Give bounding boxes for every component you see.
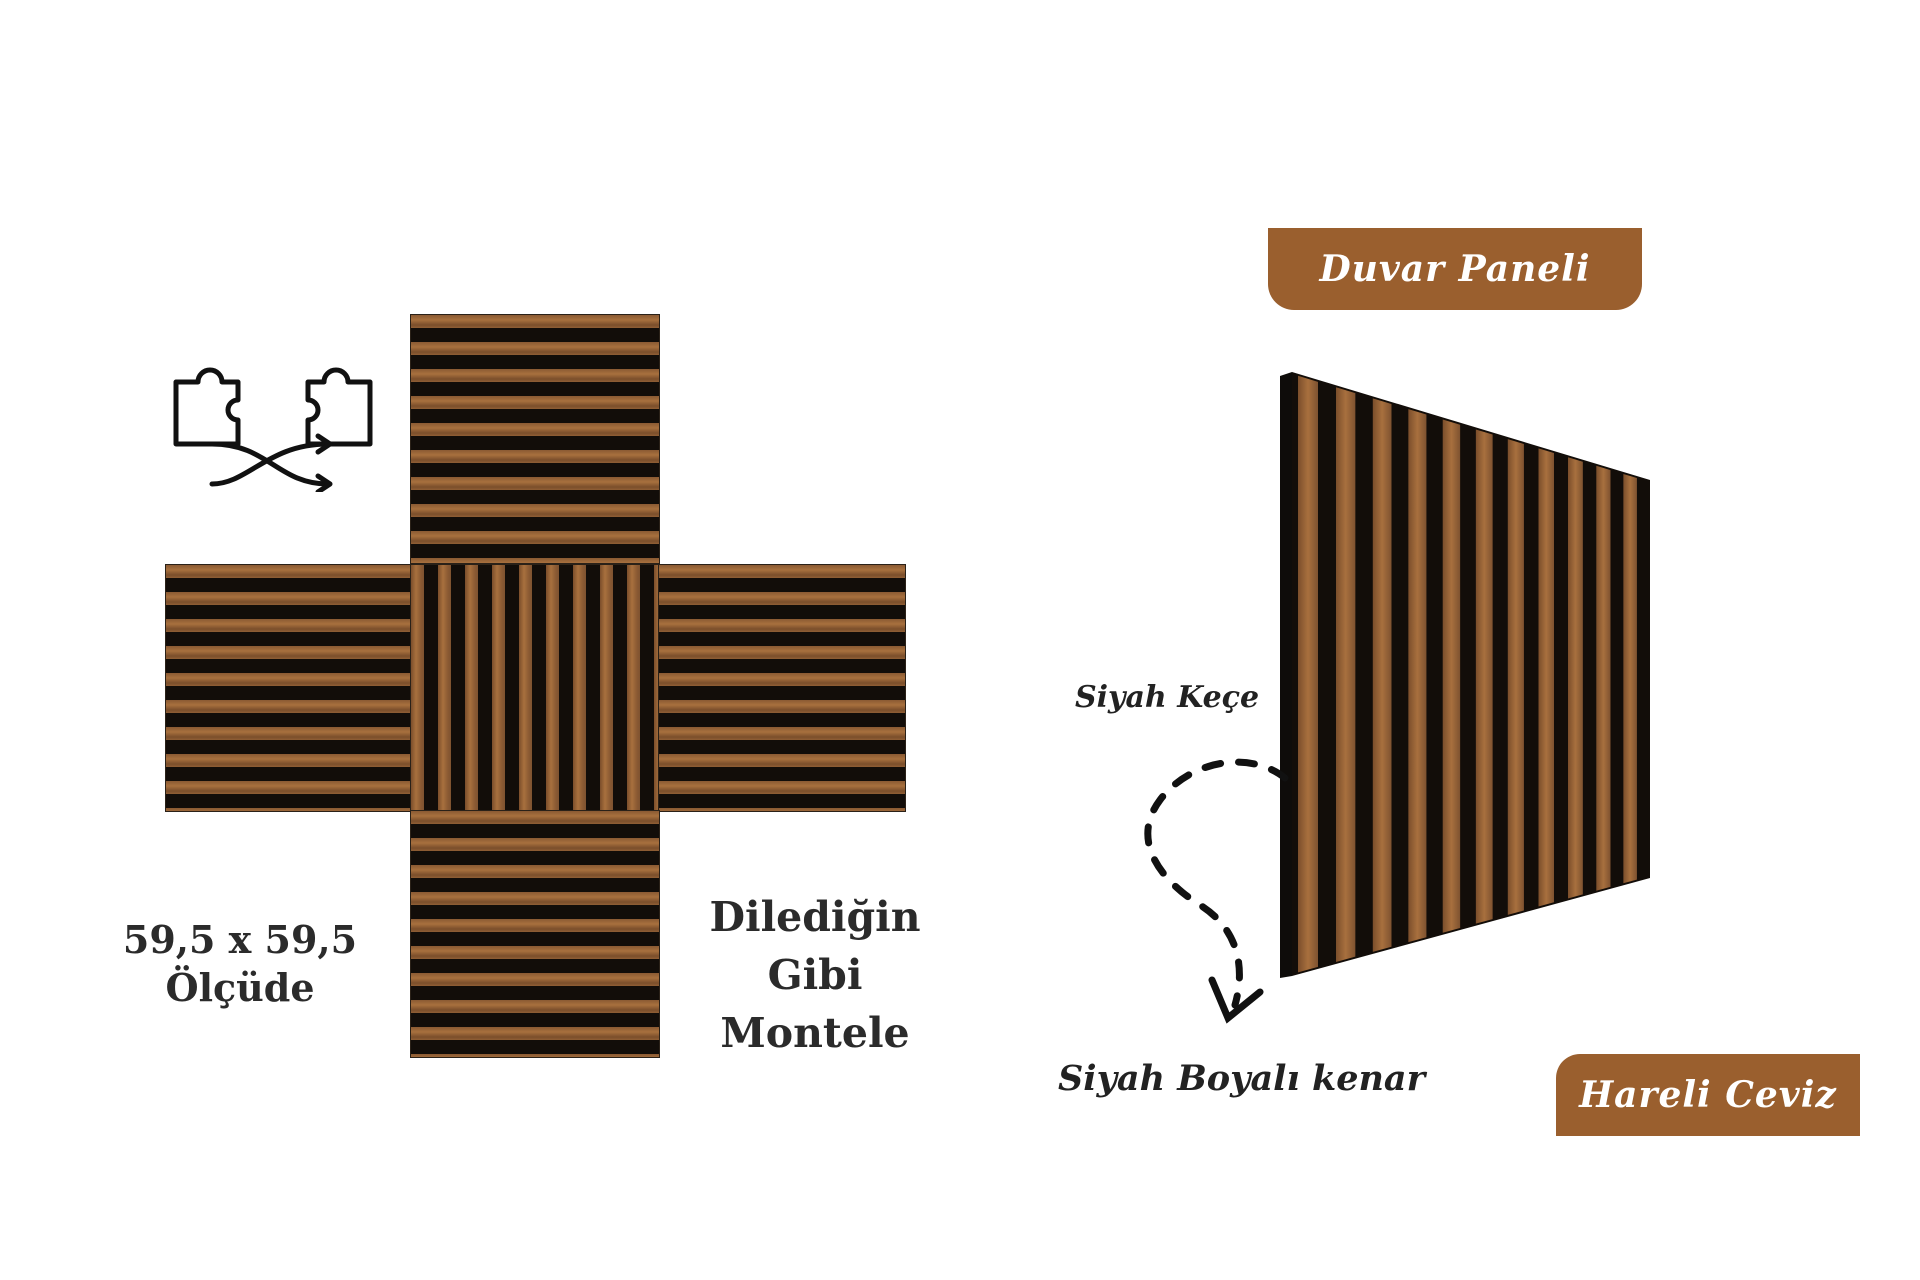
wood-slat (1507, 439, 1524, 915)
product-type-badge: Duvar Paneli (1268, 228, 1642, 310)
wood-slat (1475, 429, 1493, 924)
panel-slats (1298, 375, 1637, 973)
mount-line-3: Montele (720, 1009, 910, 1058)
size-label: 59,5 x 59,5 Ölçüde (100, 916, 380, 1011)
panel-tile-top (410, 314, 660, 564)
panel-tile-center (410, 564, 660, 812)
perspective-wall-panel (1280, 372, 1650, 978)
wood-slat (1568, 457, 1583, 899)
wood-slat (1336, 387, 1356, 962)
size-line-1: 59,5 x 59,5 (122, 917, 358, 962)
color-name-text: Hareli Ceviz (1579, 1074, 1837, 1116)
panel-tile-bottom (410, 810, 660, 1058)
felt-label: Siyah Keçe (1075, 680, 1260, 715)
mount-label: Dilediğin Gibi Montele (690, 888, 940, 1063)
wood-slat (1408, 409, 1427, 943)
wood-slat (1596, 465, 1611, 891)
product-type-text: Duvar Paneli (1319, 248, 1591, 290)
color-name-badge: Hareli Ceviz (1556, 1054, 1860, 1136)
size-line-2: Ölçüde (165, 964, 315, 1010)
wood-slat (1298, 375, 1318, 973)
puzzle-swap-icon (173, 367, 373, 492)
wood-slat (1442, 419, 1461, 933)
mount-line-2: Gibi (767, 951, 863, 1000)
dashed-curved-arrow-icon (1144, 758, 1289, 1024)
edge-label: Siyah Boyalı kenar (1058, 1058, 1426, 1099)
wood-slat (1623, 473, 1637, 884)
mount-line-1: Dilediğin (709, 893, 921, 941)
wood-slat (1538, 448, 1554, 907)
wood-slat (1372, 398, 1392, 952)
panel-tile-right (658, 564, 906, 812)
panel-tile-left (165, 564, 412, 812)
